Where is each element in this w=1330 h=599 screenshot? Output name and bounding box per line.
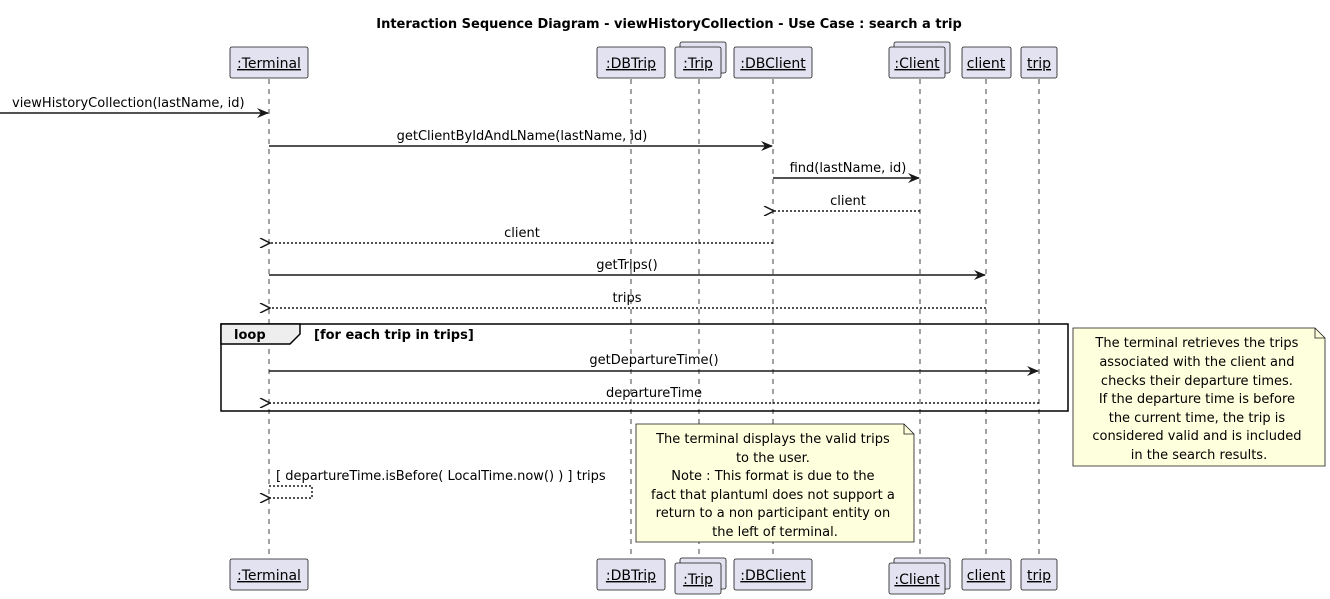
note-center-line-1: The terminal displays the valid trips	[655, 432, 890, 447]
participant-client[interactable]: client	[961, 46, 1012, 79]
note-right-line-1: The terminal retrieves the trips	[1094, 336, 1298, 351]
message-return-departuretime-label: departureTime	[606, 386, 702, 401]
participant-terminal[interactable]: :Terminal	[229, 46, 309, 79]
message-return-client-1: client	[774, 194, 920, 211]
message-return-trips-label: trips	[612, 291, 641, 306]
message-return-client-2: client	[270, 226, 773, 243]
note-center: The terminal displays the valid trips to…	[635, 423, 915, 543]
message-viewhistorycollection: viewHistoryCollection(lastName, id)	[0, 96, 269, 118]
message-gettrips: getTrips()	[269, 258, 986, 280]
participant-terminal-bottom[interactable]: :Terminal	[229, 558, 309, 591]
note-right-line-3: checks their departure times.	[1101, 374, 1293, 389]
note-center-line-6: the left of terminal.	[712, 525, 838, 540]
participants-bottom: :Terminal :DBTrip :Trip :DBClient :Clien…	[229, 557, 1058, 595]
participant-dbclient-label: :DBClient	[740, 56, 806, 72]
participant-client-multi-label: :Client	[894, 56, 940, 72]
note-center-line-2: to the user.	[736, 451, 810, 466]
participant-client-multi-bottom-label: :Client	[894, 572, 940, 588]
note-right-line-2: associated with the client and	[1099, 355, 1294, 370]
participant-dbtrip[interactable]: :DBTrip	[596, 46, 666, 79]
note-right: The terminal retrieves the trips associa…	[1072, 327, 1326, 467]
messages: viewHistoryCollection(lastName, id) getC…	[0, 96, 986, 308]
message-getdeparturetime: getDepartureTime()	[269, 353, 1039, 376]
message-gettrips-label: getTrips()	[596, 258, 658, 273]
message-getdeparturetime-label: getDepartureTime()	[589, 353, 718, 368]
note-center-line-3: Note : This format is due to the	[671, 469, 874, 484]
participant-trip-bottom[interactable]: trip	[1020, 558, 1058, 591]
participant-dbtrip-bottom[interactable]: :DBTrip	[596, 558, 666, 591]
message-return-client-2-label: client	[504, 226, 540, 241]
participant-client-multi[interactable]: :Client	[888, 41, 951, 79]
participant-trip-multi-label: :Trip	[683, 56, 713, 72]
participant-dbtrip-bottom-label: :DBTrip	[606, 568, 656, 584]
participant-trip[interactable]: trip	[1020, 46, 1058, 79]
note-center-line-5: return to a non participant entity on	[656, 506, 891, 521]
loop-fragment: loop [for each trip in trips] getDepartu…	[220, 323, 1069, 412]
participant-terminal-label: :Terminal	[237, 56, 301, 72]
loop-guard: [for each trip in trips]	[314, 328, 474, 343]
message-viewhistorycollection-label: viewHistoryCollection(lastName, id)	[12, 96, 245, 111]
participant-dbtrip-label: :DBTrip	[606, 56, 656, 72]
message-return-client-1-label: client	[830, 194, 866, 209]
message-find-label: find(lastName, id)	[790, 161, 907, 176]
diagram-title: Interaction Sequence Diagram - viewHisto…	[376, 17, 962, 32]
participant-trip-multi-bottom[interactable]: :Trip	[674, 557, 727, 595]
participant-dbclient-bottom-label: :DBClient	[740, 568, 806, 584]
participant-trip-bottom-label: trip	[1027, 568, 1051, 584]
participant-client-label: client	[967, 56, 1006, 72]
note-right-line-4: If the departure time is before	[1099, 392, 1295, 407]
note-right-line-6: considered valid and is included	[1092, 429, 1301, 444]
participant-client-bottom[interactable]: client	[961, 558, 1012, 591]
participant-trip-label: trip	[1027, 56, 1051, 72]
participant-client-bottom-label: client	[967, 568, 1006, 584]
note-right-text: The terminal retrieves the trips associa…	[1092, 336, 1305, 463]
participant-trip-multi-bottom-label: :Trip	[683, 572, 713, 588]
note-right-line-5: the current time, the trip is	[1109, 411, 1286, 426]
note-right-line-7: in the search results.	[1131, 448, 1267, 463]
message-return-departuretime: departureTime	[270, 386, 1039, 403]
message-self-isbefore: [ departureTime.isBefore( LocalTime.now(…	[269, 469, 606, 498]
participant-dbclient[interactable]: :DBClient	[733, 46, 813, 79]
message-getclientbyidandlname: getClientByIdAndLName(lastName, id)	[269, 129, 773, 151]
participant-trip-multi[interactable]: :Trip	[674, 41, 727, 79]
loop-keyword: loop	[234, 328, 266, 343]
note-center-line-4: fact that plantuml does not support a	[651, 488, 895, 503]
message-find: find(lastName, id)	[773, 161, 920, 183]
note-center-text: The terminal displays the valid trips to…	[651, 432, 899, 540]
participant-client-multi-bottom[interactable]: :Client	[888, 557, 951, 595]
participants-top: :Terminal :DBTrip :Trip :DBClient :Clien…	[229, 41, 1058, 79]
participant-terminal-bottom-label: :Terminal	[237, 568, 301, 584]
message-return-trips: trips	[270, 291, 986, 308]
message-self-isbefore-label: [ departureTime.isBefore( LocalTime.now(…	[276, 469, 606, 484]
message-getclientbyidandlname-label: getClientByIdAndLName(lastName, id)	[397, 129, 648, 144]
participant-dbclient-bottom[interactable]: :DBClient	[733, 558, 813, 591]
